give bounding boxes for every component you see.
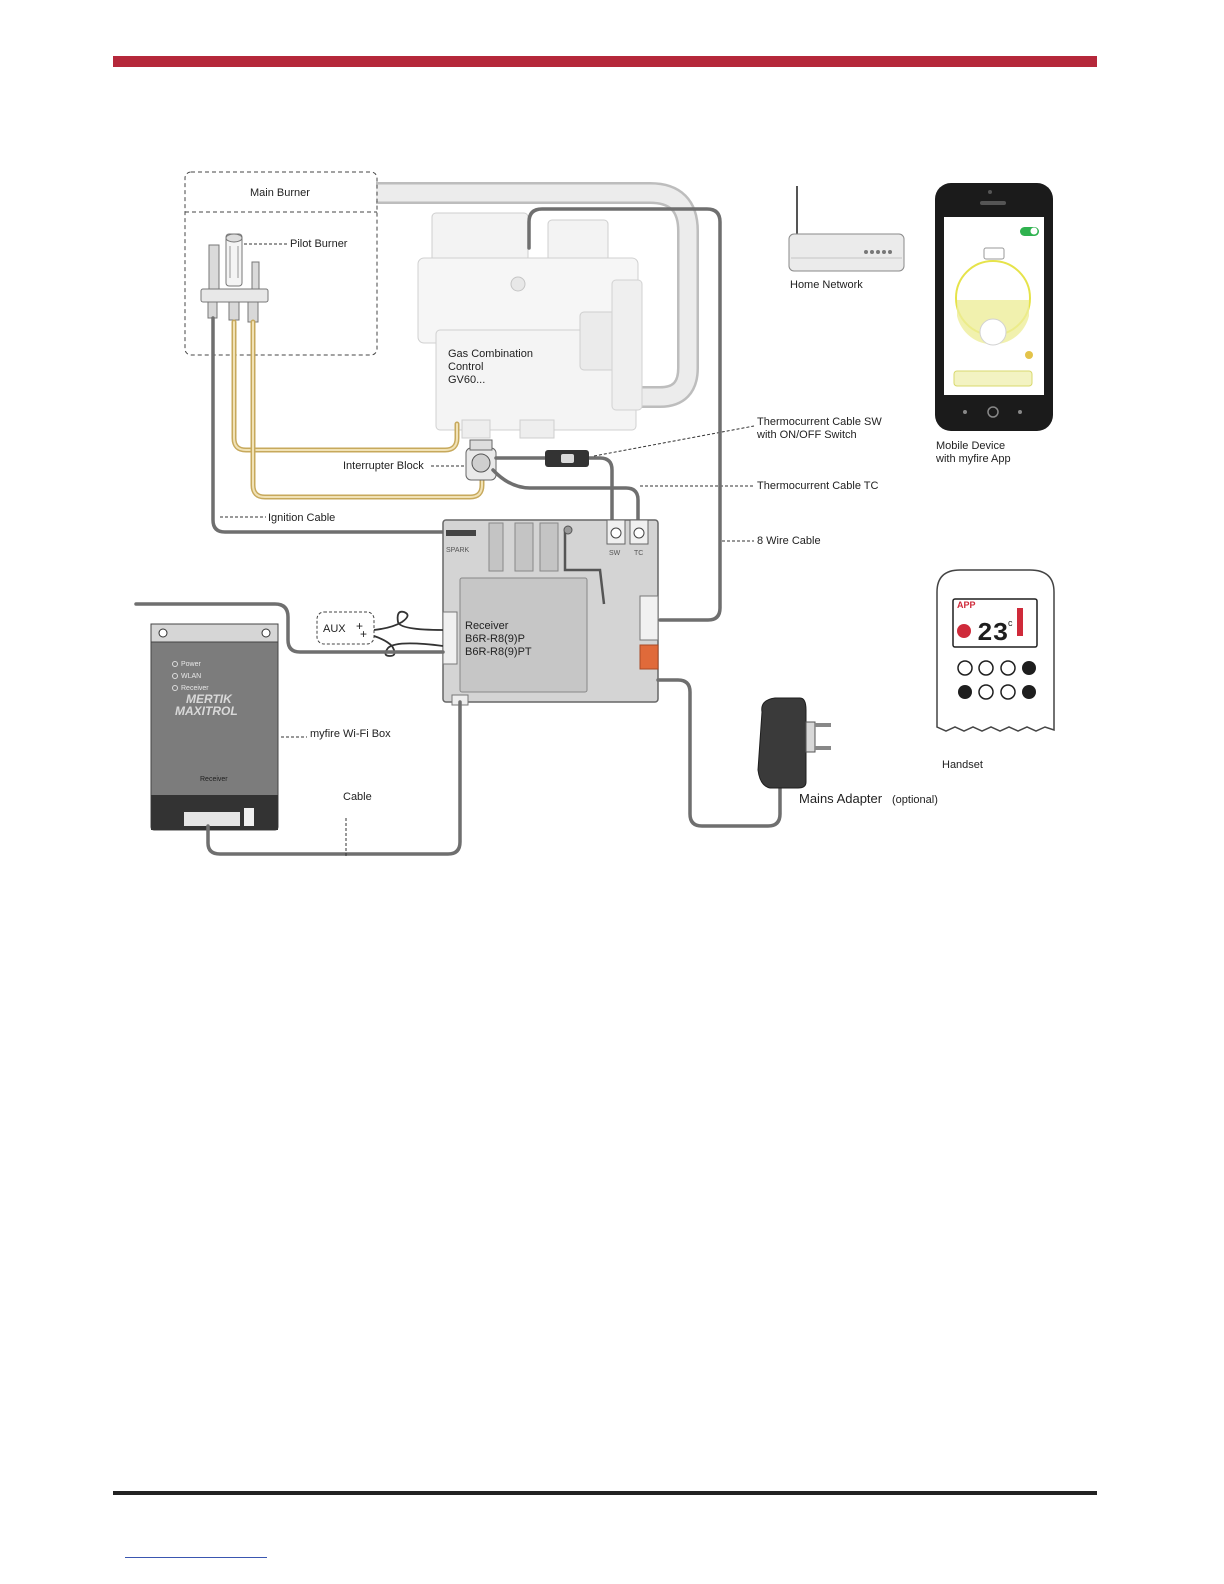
- on-off-switch-icon[interactable]: [545, 450, 589, 467]
- footer-link-underline[interactable]: [125, 1557, 267, 1558]
- svg-text:+: +: [360, 627, 367, 641]
- sw-port-label: SW: [609, 550, 621, 557]
- home-network-label: Home Network: [790, 279, 863, 291]
- router-icon: [789, 186, 904, 271]
- wifi-port-label: Receiver: [200, 776, 228, 783]
- handset-mode: APP: [957, 600, 976, 610]
- mobile-label-1: Mobile Device: [936, 440, 1005, 452]
- handset-unit: c: [1008, 618, 1013, 628]
- pilot-burner-icon: [201, 234, 268, 322]
- thermo-sw-label-1: Thermocurrent Cable SW: [757, 416, 882, 428]
- main-burner-label: Main Burner: [250, 187, 310, 199]
- aux-label: AUX: [323, 623, 346, 635]
- handset-temperature: 23: [977, 618, 1008, 648]
- mobile-label-2: with myfire App: [935, 453, 1011, 465]
- plug-adapter-icon: [758, 698, 831, 788]
- interrupter-block-icon: [466, 440, 496, 480]
- ignition-cable: [213, 318, 455, 532]
- pilot-burner-label: Pilot Burner: [290, 238, 348, 250]
- receiver-icon: [443, 520, 658, 705]
- footer-rule: [113, 1491, 1097, 1495]
- thermo-tc-label: Thermocurrent Cable TC: [757, 480, 879, 492]
- wifi-status-receiver: Receiver: [181, 685, 209, 692]
- handset-label: Handset: [942, 759, 983, 771]
- cable-label: Cable: [343, 791, 372, 803]
- mains-optional-label: (optional): [892, 794, 938, 806]
- gas-control-label-3: GV60...: [448, 374, 485, 386]
- wifi-status-wlan: WLAN: [181, 673, 201, 680]
- interrupter-block-label: Interrupter Block: [343, 460, 424, 472]
- wifi-status-power: Power: [181, 661, 202, 668]
- wifi-box-icon: [151, 624, 278, 830]
- receiver-label-3: B6R-R8(9)PT: [465, 646, 532, 658]
- handset-icon: [937, 570, 1054, 731]
- mains-adapter-label: Mains Adapter: [799, 791, 883, 806]
- eight-wire-label: 8 Wire Cable: [757, 535, 821, 547]
- wifi-box-label: myfire Wi-Fi Box: [310, 728, 391, 740]
- spark-port-label: SPARK: [446, 547, 470, 554]
- receiver-label-1: Receiver: [465, 620, 509, 632]
- smartphone-icon: [935, 183, 1053, 431]
- thermo-sw-label-2: with ON/OFF Switch: [756, 429, 857, 441]
- ignition-cable-label: Ignition Cable: [268, 512, 335, 524]
- gas-control-label-2: Control: [448, 361, 483, 373]
- tc-port-label: TC: [634, 550, 643, 557]
- gas-control-label-1: Gas Combination: [448, 348, 533, 360]
- wifi-brand-line2: MAXITROL: [175, 704, 238, 718]
- receiver-label-2: B6R-R8(9)P: [465, 633, 525, 645]
- thermocurrent-cable-tc: [493, 470, 638, 520]
